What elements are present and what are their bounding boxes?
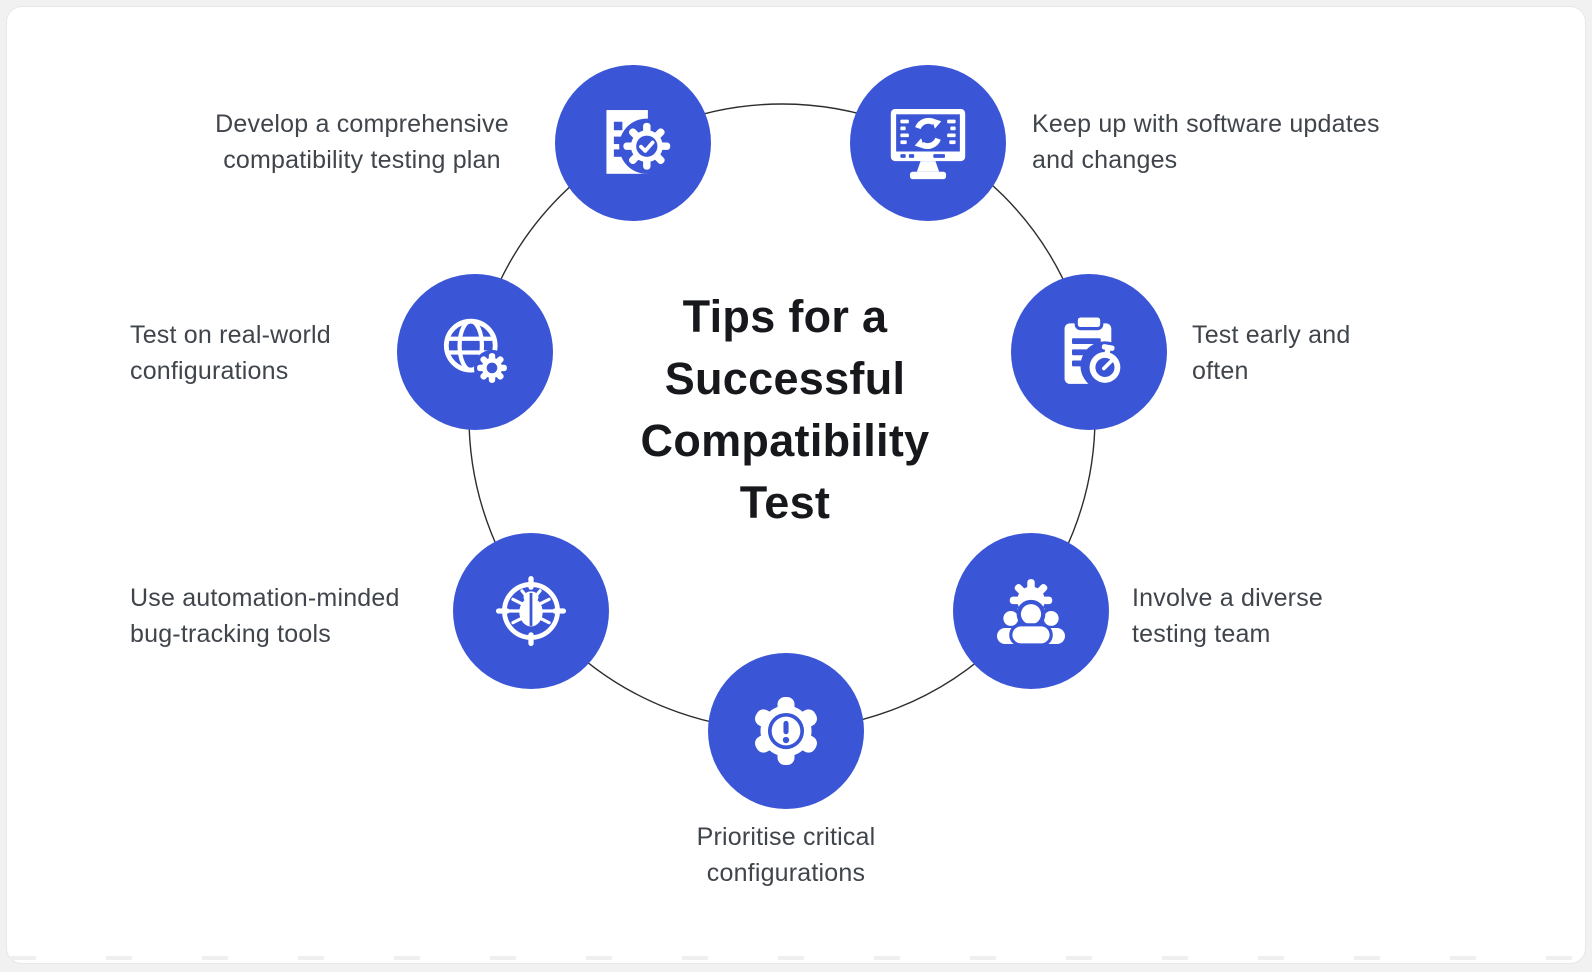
globe-gear-icon bbox=[443, 318, 511, 386]
label-line: bug-tracking tools bbox=[130, 620, 331, 648]
team-gear-icon bbox=[997, 579, 1065, 647]
diagram-title: Tips for a Successful Compatibility Test bbox=[485, 286, 1085, 534]
gear-alert-icon bbox=[755, 697, 817, 765]
label-line: Test on real-world bbox=[130, 321, 331, 349]
label-diverse-team: Involve a diverse testing team bbox=[1132, 580, 1323, 652]
label-line: and changes bbox=[1032, 146, 1178, 174]
label-line: Keep up with software updates bbox=[1032, 110, 1380, 138]
label-line: compatibility testing plan bbox=[223, 146, 501, 174]
label-line: Prioritise critical bbox=[696, 823, 876, 851]
label-test-early: Test early and often bbox=[1192, 317, 1350, 389]
label-line: testing team bbox=[1132, 620, 1271, 648]
title-line: Successful bbox=[664, 353, 906, 404]
node-real-world bbox=[397, 274, 553, 430]
node-diverse-team bbox=[953, 533, 1109, 689]
bug-target-icon bbox=[495, 575, 567, 647]
title-line: Compatibility bbox=[640, 415, 930, 466]
bottom-dashed-divider bbox=[10, 956, 1582, 960]
label-line: Involve a diverse bbox=[1132, 584, 1323, 612]
label-line: configurations bbox=[130, 357, 289, 385]
label-software-updates: Keep up with software updates and change… bbox=[1032, 106, 1380, 178]
document-gear-icon bbox=[606, 110, 675, 174]
node-bug-tracking bbox=[453, 533, 609, 689]
clipboard-stopwatch-icon bbox=[1064, 314, 1130, 391]
label-line: often bbox=[1192, 357, 1249, 385]
node-develop-plan bbox=[555, 65, 711, 221]
title-line: Test bbox=[739, 477, 831, 528]
label-line: configurations bbox=[706, 859, 866, 887]
label-line: Use automation-minded bbox=[130, 584, 400, 612]
label-line: Develop a comprehensive bbox=[215, 110, 509, 138]
node-prioritise-critical bbox=[708, 653, 864, 809]
label-develop-plan: Develop a comprehensive compatibility te… bbox=[162, 106, 562, 178]
node-test-early bbox=[1011, 274, 1167, 430]
label-prioritise-critical: Prioritise critical configurations bbox=[586, 819, 986, 891]
node-software-updates bbox=[850, 65, 1006, 221]
label-real-world: Test on real-world configurations bbox=[130, 317, 331, 389]
label-line: Test early and bbox=[1192, 321, 1351, 349]
monitor-sync-icon bbox=[890, 109, 966, 180]
title-line: Tips for a bbox=[682, 291, 888, 342]
label-bug-tracking: Use automation-minded bug-tracking tools bbox=[130, 580, 400, 652]
